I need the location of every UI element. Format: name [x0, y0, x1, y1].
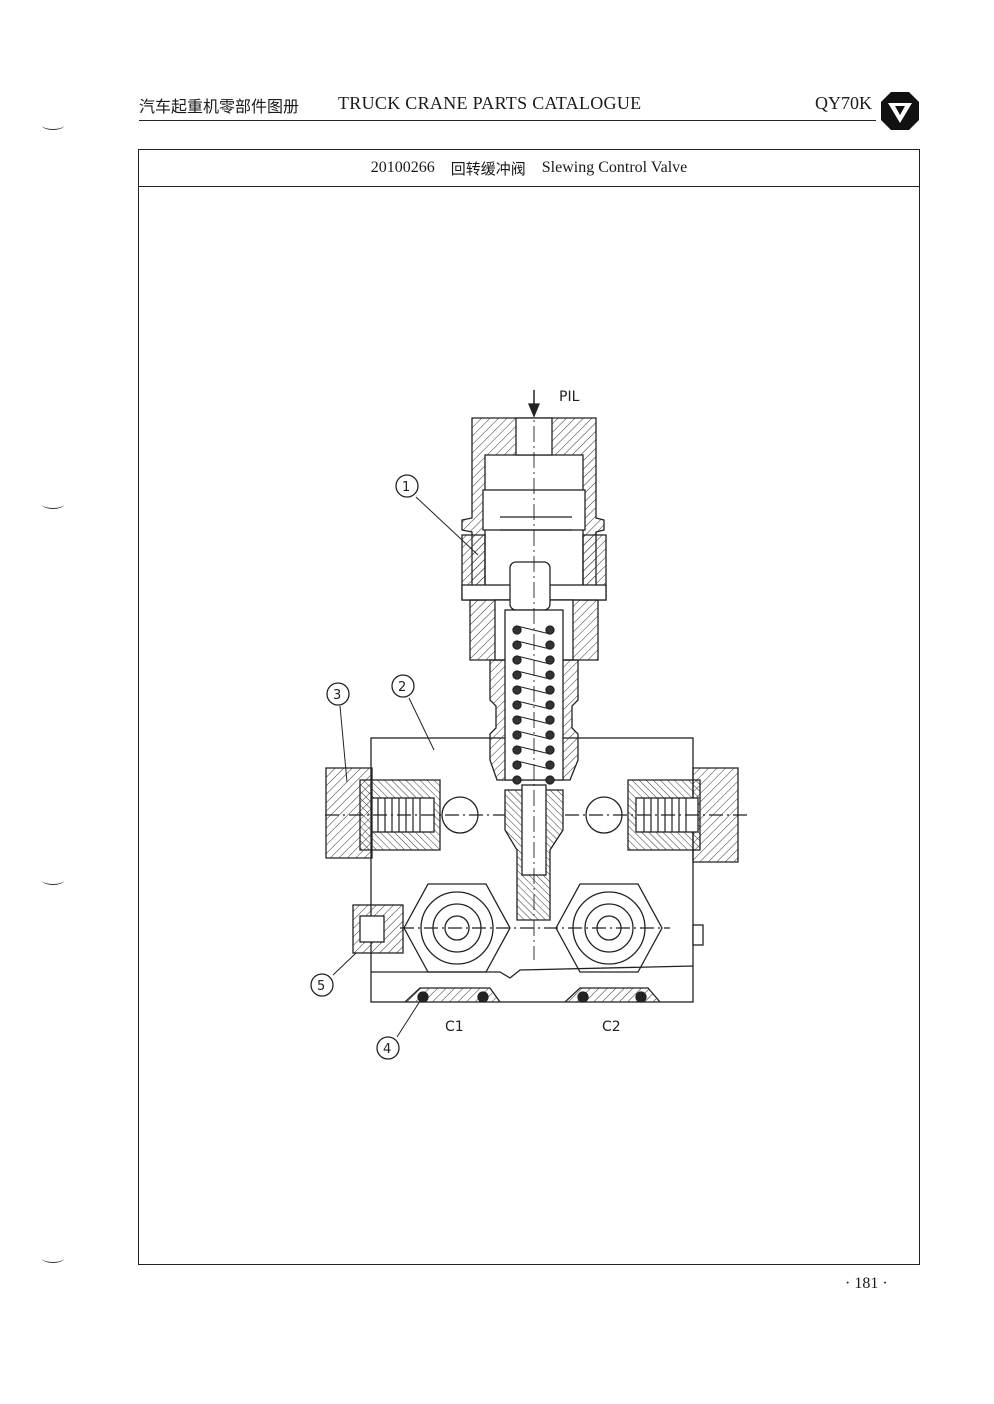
drawing-frame: 20100266 回转缓冲阀 Slewing Control Valve [138, 149, 920, 1265]
part-code: 20100266 [370, 159, 435, 176]
callout-number: 5 [317, 979, 325, 994]
port-label-pilot: PIL [559, 389, 580, 405]
model-number: QY70K [815, 93, 872, 113]
part-name-cn: 回转缓冲阀 [450, 159, 526, 178]
scan-mark [42, 121, 64, 130]
part-name-en: Slewing Control Valve [541, 159, 688, 176]
callout-number: 2 [398, 680, 406, 695]
xcmg-triangle-logo-icon [881, 92, 919, 130]
callout-number: 1 [402, 480, 410, 495]
header-rule [139, 120, 876, 121]
piston [509, 561, 551, 611]
catalogue-title-cn: 汽车起重机零部件图册 [139, 97, 300, 116]
part-title-row: 20100266 回转缓冲阀 Slewing Control Valve [139, 150, 919, 187]
scan-mark [42, 1254, 64, 1263]
callout-number: 3 [333, 688, 341, 703]
port-label-c1: C1 [445, 1019, 464, 1035]
port-label-c2: C2 [602, 1019, 621, 1035]
scan-mark [42, 876, 64, 885]
page-number: · 181 · [845, 1275, 888, 1292]
callout-number: 4 [383, 1042, 391, 1057]
catalogue-title-en: TRUCK CRANE PARTS CATALOGUE [338, 93, 642, 113]
scan-mark [42, 500, 64, 509]
